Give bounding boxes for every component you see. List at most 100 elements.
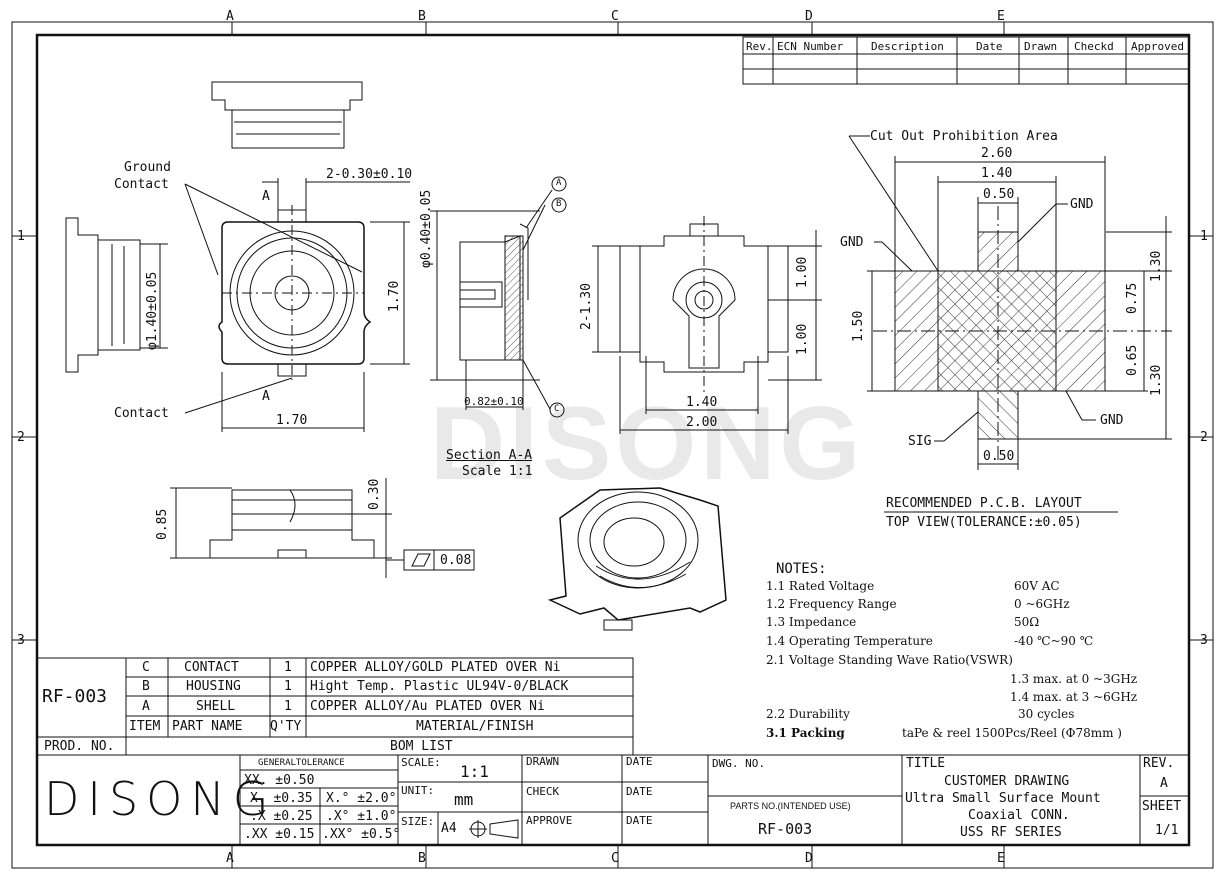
pcb-subtitle: TOP VIEW(TOLERANCE:±0.05) <box>886 515 1082 530</box>
bom-row-a-item: A <box>142 699 150 714</box>
bom-row-a-qty: 1 <box>284 699 292 714</box>
col-marker-c-bottom: C <box>611 851 619 866</box>
col-marker-a-bottom: A <box>226 851 234 866</box>
dim-030: 0.30 <box>367 478 382 510</box>
col-marker-e-bottom: E <box>997 851 1005 866</box>
bom-row-c-item: C <box>142 660 150 675</box>
unit-value: mm <box>454 790 474 809</box>
note-packing-label: 3.1 Packing <box>766 726 845 740</box>
pcb-dim-150: 1.50 <box>851 310 866 342</box>
tolerance-2a: X. ±0.35 <box>250 791 313 806</box>
rev-header-checkd: Checkd <box>1074 40 1114 53</box>
callout-b: B <box>556 199 562 209</box>
scale-label: SCALE: <box>401 756 441 769</box>
dim-082: 0.82±0.10 <box>464 395 524 408</box>
rev-label: REV. <box>1143 756 1175 771</box>
date-label-2: DATE <box>626 785 653 798</box>
bom-header-qty: Q'TY <box>270 719 302 734</box>
bom-header-item: ITEM <box>129 719 161 734</box>
note-value-4: -40 ℃~90 ℃ <box>1014 634 1094 648</box>
col-marker-a: A <box>226 9 234 24</box>
parts-no-value: RF-003 <box>758 820 813 838</box>
pcb-sig: SIG <box>908 434 932 449</box>
note-label-5: 2.1 Voltage Standing Wave Ratio(VSWR) <box>766 653 1013 667</box>
rev-header-drawn: Drawn <box>1024 40 1058 53</box>
size-value: A4 <box>441 821 457 836</box>
bom-row-c-material: COPPER ALLOY/GOLD PLATED OVER Ni <box>310 660 561 675</box>
note-durability-label: 2.2 Durability <box>766 707 850 721</box>
rev-header-ecn: ECN Number <box>777 40 844 53</box>
bom-row-b-item: B <box>142 679 150 694</box>
row-marker-2-right: 2 <box>1200 430 1208 445</box>
callout-a: A <box>556 178 562 188</box>
pcb-title: RECOMMENDED P.C.B. LAYOUT <box>886 496 1082 511</box>
tolerance-1a: XX. ±0.50 <box>244 773 315 788</box>
note-value-1: 60V AC <box>1014 579 1060 593</box>
pcb-gnd-right-top: GND <box>1070 197 1094 212</box>
bom-prod-no-label: PROD. NO. <box>44 739 115 754</box>
tolerance-4b: .XX° ±0.5° <box>322 827 401 842</box>
col-marker-d: D <box>805 9 813 24</box>
sheet-value: 1/1 <box>1155 823 1179 838</box>
bom-row-b-name: HOUSING <box>186 679 241 694</box>
bom-header-material: MATERIAL/FINISH <box>416 719 534 734</box>
tolerance-2b: X.° ±2.0° <box>326 791 397 806</box>
label-ground: Ground <box>124 160 171 175</box>
pcb-dim-140: 1.40 <box>981 166 1013 181</box>
pcb-dim-050-bottom: 0.50 <box>983 449 1015 464</box>
col-marker-c: C <box>611 9 619 24</box>
pcb-gnd-left: GND <box>840 235 864 250</box>
note-vswr-2: 1.4 max. at 3 ~6GHz <box>1010 690 1138 704</box>
rev-header-rev: Rev. <box>746 40 773 53</box>
drawn-label: DRAWN <box>526 755 560 768</box>
scale-value: 1:1 <box>460 762 489 781</box>
parts-no-label: PARTS NO.(INTENDED USE) <box>730 801 851 811</box>
size-label: SIZE: <box>401 815 435 828</box>
notes-heading: NOTES: <box>776 561 827 577</box>
note-value-2: 0 ~6GHz <box>1014 597 1070 611</box>
tolerance-3a: .X ±0.25 <box>250 809 313 824</box>
title-line-2: Ultra Small Surface Mount <box>905 791 1101 806</box>
dim-140-footprint: 1.40 <box>686 395 718 410</box>
date-label-3: DATE <box>626 814 653 827</box>
bom-row-a-name: SHELL <box>196 699 236 714</box>
dim-200-footprint: 2.00 <box>686 415 718 430</box>
date-label-1: DATE <box>626 755 653 768</box>
row-marker-1: 1 <box>17 229 25 244</box>
company-logo: DISONG <box>44 772 277 826</box>
dim-085: 0.85 <box>155 508 170 540</box>
label-contact: Contact <box>114 406 169 421</box>
section-title: Section A-A <box>446 448 533 463</box>
rev-header-approved: Approved <box>1131 40 1184 53</box>
tolerance-3b: .X° ±1.0° <box>326 809 397 824</box>
title-line-1: CUSTOMER DRAWING <box>944 774 1070 789</box>
dim-tip-width: 2-0.30±0.10 <box>326 167 413 182</box>
pcb-dim-050-top: 0.50 <box>983 187 1015 202</box>
watermark: DISONG <box>430 386 865 502</box>
pcb-dim-065: 0.65 <box>1125 344 1140 376</box>
bom-row-b-qty: 1 <box>284 679 292 694</box>
col-marker-d-bottom: D <box>805 851 813 866</box>
label-contact-ground: Contact <box>114 177 169 192</box>
check-label: CHECK <box>526 785 560 798</box>
pcb-dim-260: 2.60 <box>981 146 1013 161</box>
dim-diameter-140: φ1.40±0.05 <box>145 271 160 350</box>
bom-row-b-material: Hight Temp. Plastic UL94V-0/BLACK <box>310 679 569 694</box>
bom-list-label: BOM LIST <box>390 739 453 754</box>
col-marker-b: B <box>418 9 426 24</box>
rev-value: A <box>1160 776 1168 791</box>
col-marker-e: E <box>997 9 1005 24</box>
row-marker-1-right: 1 <box>1200 229 1208 244</box>
pcb-dim-130-top: 1.30 <box>1149 250 1164 282</box>
note-label-1: 1.1 Rated Voltage <box>766 579 875 593</box>
bom-row-c-name: CONTACT <box>184 660 239 675</box>
dim-170-horizontal: 1.70 <box>276 413 308 428</box>
rev-header-description: Description <box>871 40 944 53</box>
row-marker-3: 3 <box>17 633 25 648</box>
section-mark-top: A <box>262 189 270 204</box>
note-value-3: 50Ω <box>1014 615 1040 629</box>
dim-100-bottom: 1.00 <box>795 323 810 355</box>
section-scale: Scale 1:1 <box>462 464 533 479</box>
dim-100-top: 1.00 <box>795 256 810 288</box>
note-label-4: 1.4 Operating Temperature <box>766 634 933 648</box>
